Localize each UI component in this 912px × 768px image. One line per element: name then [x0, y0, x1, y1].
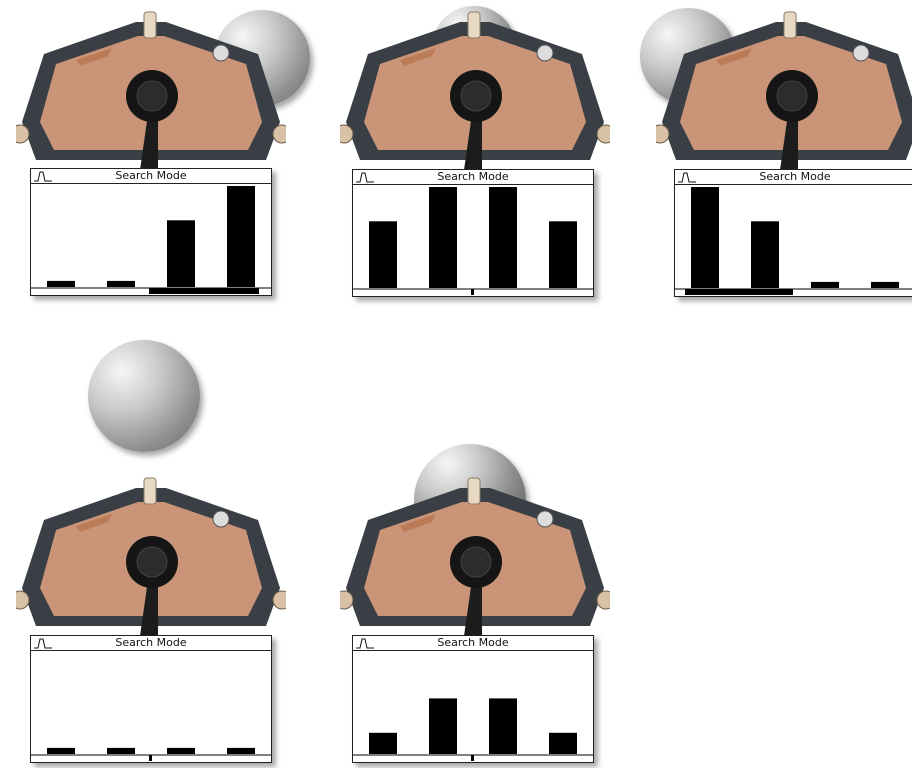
search-coil	[340, 10, 610, 170]
shaft-mount-inner	[461, 81, 491, 111]
coil-wheel	[16, 591, 29, 609]
detector-panel-2: Search Mode	[332, 6, 612, 306]
signal-bar	[167, 748, 195, 754]
position-indicator	[685, 289, 793, 295]
screen-title: Search Mode	[353, 170, 593, 184]
search-coil	[340, 476, 610, 636]
signal-bar	[227, 748, 255, 754]
coil-wheel	[597, 125, 610, 143]
coil-wheel	[273, 125, 286, 143]
signal-bar-chart	[675, 185, 912, 296]
coil-tab	[144, 12, 156, 38]
shaft-mount-inner	[461, 547, 491, 577]
signal-bar-chart	[31, 184, 271, 295]
position-indicator	[149, 288, 259, 294]
position-indicator	[149, 755, 152, 761]
search-coil	[656, 10, 912, 170]
coil-badge-icon	[213, 45, 229, 61]
detector-screen: Search Mode	[352, 169, 594, 297]
shaft-mount-inner	[777, 81, 807, 111]
coil-wheel	[340, 125, 353, 143]
signal-bar	[369, 733, 397, 754]
signal-bar	[429, 698, 457, 754]
coil-wheel	[16, 125, 29, 143]
coil-wheel	[273, 591, 286, 609]
screen-titlebar: Search Mode	[353, 636, 593, 651]
signal-bar	[369, 221, 397, 288]
detector-screen: Search Mode	[30, 168, 272, 296]
signal-bar	[47, 748, 75, 754]
detector-panel-1: Search Mode	[8, 6, 288, 306]
coil-wheel	[340, 591, 353, 609]
signal-bar	[107, 281, 135, 287]
signal-bar	[871, 282, 899, 288]
coil-badge-icon	[537, 511, 553, 527]
signal-bar	[549, 733, 577, 754]
screen-title: Search Mode	[31, 169, 271, 183]
coin-target	[88, 340, 200, 452]
search-coil	[16, 10, 286, 170]
detector-panel-4: Search Mode	[8, 338, 288, 638]
signal-bar	[489, 698, 517, 754]
signal-bar-chart	[353, 651, 593, 762]
signal-bar	[47, 281, 75, 287]
signal-bar	[429, 187, 457, 288]
signal-bar	[107, 748, 135, 754]
detector-screen: Search Mode	[352, 635, 594, 763]
signal-bar-chart	[31, 651, 271, 762]
detector-screen: Search Mode	[674, 169, 912, 297]
shaft-mount-inner	[137, 81, 167, 111]
detector-panel-3: Search Mode	[648, 6, 912, 306]
screen-title: Search Mode	[31, 636, 271, 650]
detector-screen: Search Mode	[30, 635, 272, 763]
screen-titlebar: Search Mode	[31, 636, 271, 651]
coil-wheel	[656, 125, 669, 143]
coil-tab	[468, 12, 480, 38]
detector-panel-5: Search Mode	[332, 438, 612, 738]
screen-title: Search Mode	[353, 636, 593, 650]
coil-wheel	[597, 591, 610, 609]
signal-bar	[489, 187, 517, 288]
shaft-mount-inner	[137, 547, 167, 577]
coil-badge-icon	[213, 511, 229, 527]
position-indicator	[471, 289, 474, 295]
signal-bar	[167, 220, 195, 287]
signal-bar	[227, 186, 255, 287]
signal-bar	[811, 282, 839, 288]
signal-bar	[691, 187, 719, 288]
signal-bar	[549, 221, 577, 288]
coil-tab	[468, 478, 480, 504]
screen-titlebar: Search Mode	[353, 170, 593, 185]
coil-badge-icon	[853, 45, 869, 61]
signal-bar	[751, 221, 779, 288]
screen-titlebar: Search Mode	[675, 170, 912, 185]
search-coil	[16, 476, 286, 636]
coil-tab	[784, 12, 796, 38]
position-indicator	[471, 755, 474, 761]
coil-badge-icon	[537, 45, 553, 61]
screen-title: Search Mode	[675, 170, 912, 184]
coil-tab	[144, 478, 156, 504]
screen-titlebar: Search Mode	[31, 169, 271, 184]
signal-bar-chart	[353, 185, 593, 296]
